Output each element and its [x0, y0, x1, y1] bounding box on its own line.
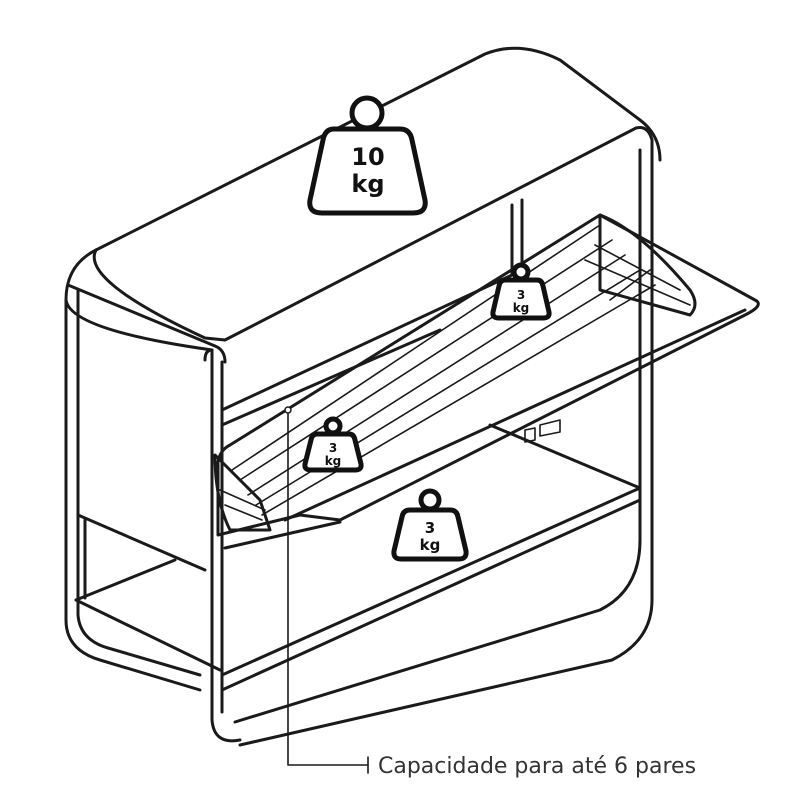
weight-3kg-flap-unit: kg	[513, 301, 530, 315]
weight-10kg-unit: kg	[351, 170, 384, 198]
weight-3kg-left-icon: 3 kg	[302, 416, 364, 473]
cabinet-outline	[64, 46, 662, 747]
weight-3kg-flap-icon: 3 kg	[490, 262, 552, 321]
tilt-flap	[213, 213, 760, 550]
weight-3kg-flap-number: 3	[517, 288, 525, 302]
weight-10kg-number: 10	[351, 143, 384, 171]
weight-3kg-bottom-unit: kg	[420, 536, 441, 554]
weight-3kg-left-unit: kg	[325, 454, 342, 468]
capacity-pointer	[284, 406, 369, 774]
weight-3kg-bottom-icon: 3 kg	[391, 488, 469, 562]
weight-10kg-icon: 10 kg	[307, 95, 428, 216]
weight-3kg-bottom-number: 3	[425, 519, 435, 537]
weight-3kg-left-number: 3	[329, 441, 337, 455]
capacity-caption: Capacidade para até 6 pares	[378, 754, 696, 779]
